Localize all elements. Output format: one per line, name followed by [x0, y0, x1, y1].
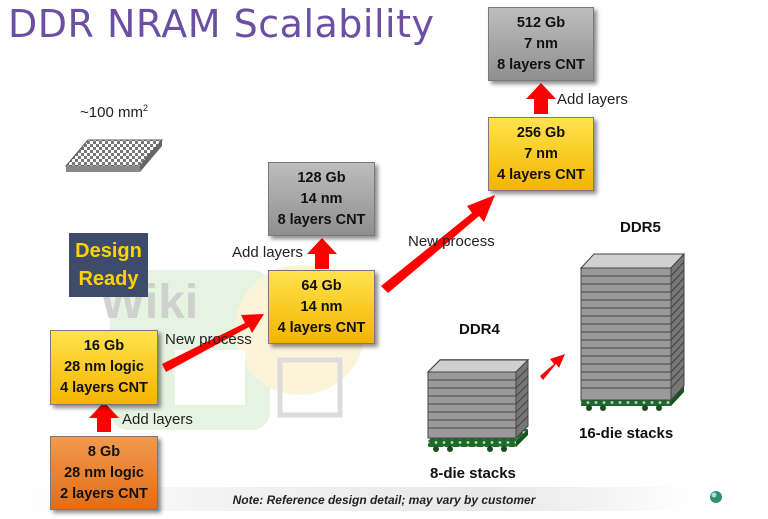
arrow-up-1 [89, 402, 119, 432]
add-layers-label-2: Add layers [232, 244, 303, 261]
new-process-label-2: New process [408, 233, 495, 250]
new-process-label-1: New process [165, 331, 252, 348]
ddr4-stack-caption: 8-die stacks [430, 465, 516, 482]
ddr4-label: DDR4 [459, 321, 500, 338]
chip-area-label: ~100 mm2 [80, 103, 148, 121]
ddr5-stack [579, 252, 686, 411]
add-layers-label-1: Add layers [122, 411, 193, 428]
page-title: DDR NRAM Scalability [8, 2, 435, 46]
ddr4-stack [426, 358, 530, 452]
arrow-diag-1 [162, 314, 264, 372]
arrow-up-2 [307, 238, 337, 269]
design-ready-badge: Design Ready [69, 233, 148, 297]
ddr5-label: DDR5 [620, 219, 661, 236]
footnote: Note: Reference design detail; may vary … [232, 493, 536, 507]
ddr5-stack-caption: 16-die stacks [579, 425, 674, 442]
arrow-up-3 [526, 83, 556, 114]
add-layers-label-3: Add layers [557, 91, 628, 108]
corner-logo-icon [710, 491, 722, 503]
arrow-diag-2 [381, 195, 495, 293]
chip-plate [64, 139, 164, 172]
arrow-ddr [540, 354, 565, 380]
arrows [89, 83, 565, 432]
